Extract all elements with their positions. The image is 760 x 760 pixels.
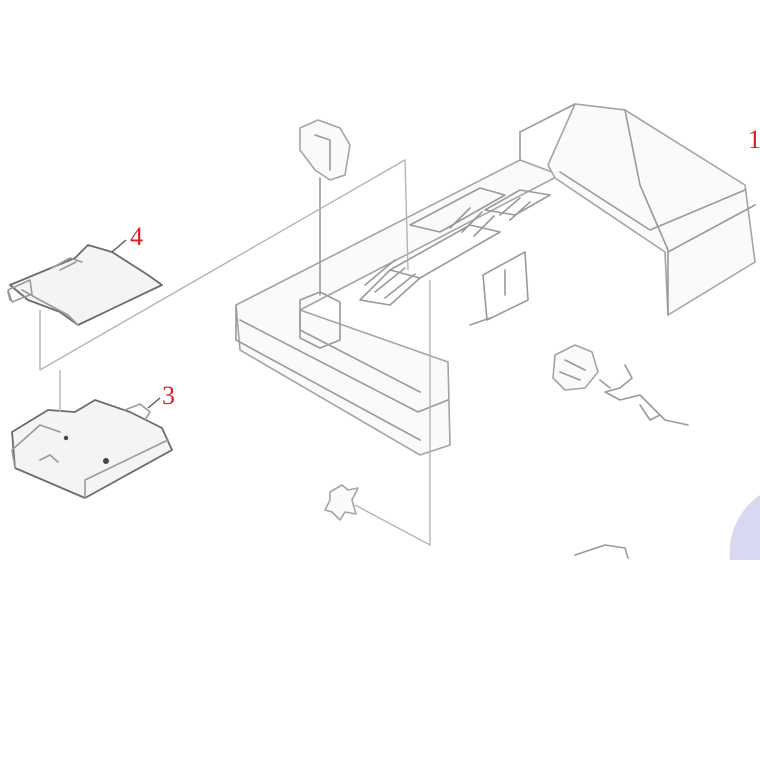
fragment-part	[574, 544, 629, 559]
leader-line-vertical	[354, 280, 431, 547]
pointer-3	[147, 397, 161, 409]
tray-plate-part-4	[7, 239, 163, 326]
leader-line-4	[39, 158, 409, 371]
callout-part-3: 3	[162, 381, 175, 410]
hinge-part	[552, 344, 599, 391]
accent-arc-shape	[729, 495, 760, 560]
pointer-4	[111, 239, 127, 253]
callout-part-1: 1	[748, 125, 760, 154]
main-frame-assembly	[235, 103, 756, 456]
callout-part-4: 4	[130, 222, 143, 251]
cable-harness-part	[599, 364, 689, 426]
cover-part-3	[11, 370, 173, 499]
bottom-clip-part	[324, 484, 359, 521]
top-clip-part	[299, 119, 351, 296]
